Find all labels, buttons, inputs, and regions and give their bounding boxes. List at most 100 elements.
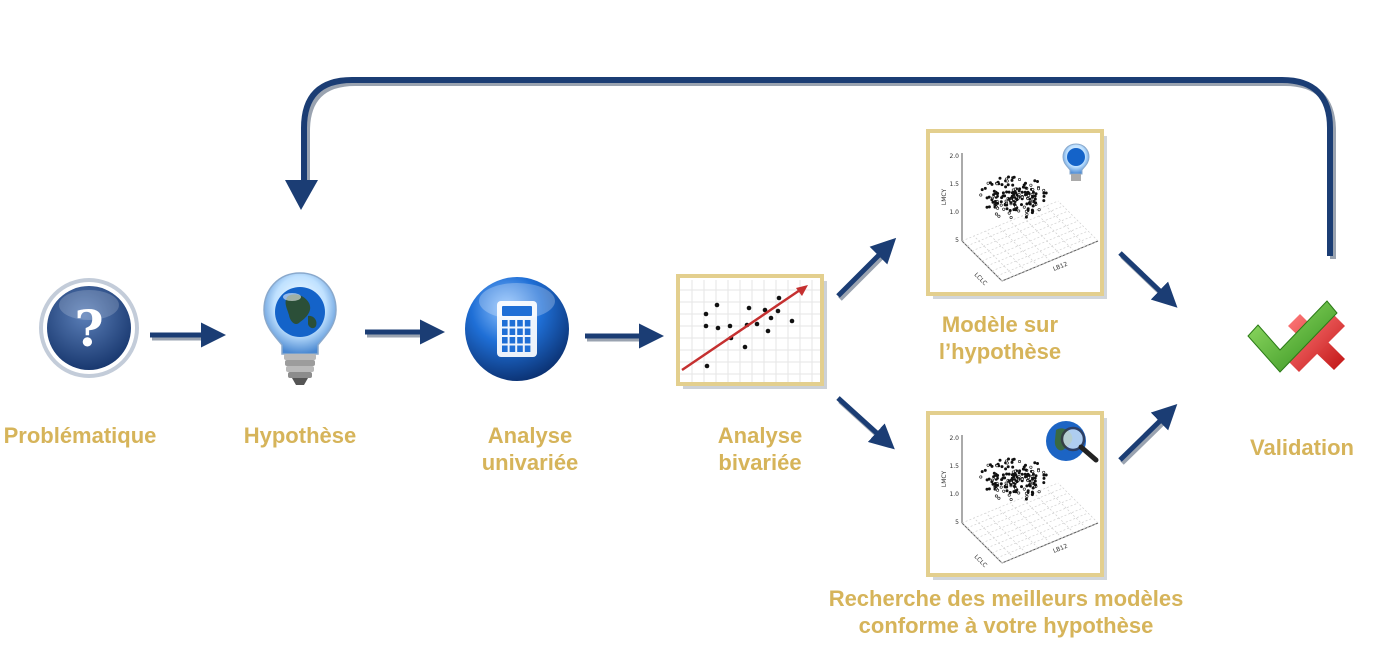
chart-point	[776, 295, 782, 301]
scatter-point	[1024, 491, 1028, 495]
floor-grid-line	[985, 230, 1027, 272]
scatter-point	[1037, 187, 1041, 191]
scatter-point	[1027, 194, 1031, 198]
floor-grid-line	[961, 522, 1003, 564]
scatter-point	[995, 464, 999, 468]
scatter-point	[1028, 202, 1032, 206]
chart-point	[765, 328, 771, 334]
scatter-point	[1033, 479, 1037, 483]
floor-grid-line	[985, 512, 1027, 554]
scatter-point	[1031, 470, 1035, 474]
scatter-point	[1026, 489, 1030, 493]
scatter-point	[1034, 474, 1038, 478]
scatter-point	[1042, 473, 1046, 477]
scatter-point	[990, 480, 994, 484]
scatter-point	[1029, 465, 1033, 469]
scatter-point	[1024, 468, 1028, 472]
chart-point	[703, 311, 709, 317]
floor-grid-line	[1045, 205, 1087, 247]
scatter-point	[1006, 175, 1010, 179]
y-tick-label: 1.0	[949, 491, 959, 498]
floor-grid-line	[996, 517, 1094, 559]
floor-grid-line	[976, 497, 1074, 539]
scatter-point	[1042, 199, 1046, 203]
scatter-point	[998, 176, 1002, 180]
scatter-point	[997, 496, 1001, 500]
scatter-point	[987, 205, 991, 209]
scatter-point	[1031, 188, 1035, 192]
svg-text:?: ?	[74, 299, 103, 358]
lightbulb-globe-icon	[263, 272, 337, 385]
scatter-point	[1037, 490, 1041, 494]
scatter-point	[1022, 487, 1026, 491]
scatter-point	[1024, 497, 1028, 501]
scatter-point	[1031, 209, 1035, 213]
scatter-point	[1042, 194, 1046, 198]
scatter-point	[985, 478, 989, 482]
scatter-point	[993, 481, 997, 485]
scatter-point	[1025, 484, 1029, 488]
scatter-point	[1007, 472, 1011, 476]
validation-label: Validation	[1250, 435, 1354, 460]
arrow-univariee-to-bivariee	[585, 323, 664, 349]
floor-grid-line	[1009, 220, 1051, 262]
calculator-key	[509, 320, 516, 327]
scatter-point	[1002, 207, 1006, 211]
scatter-point	[1028, 197, 1032, 201]
scatter-point	[1007, 211, 1011, 215]
scatter-point	[1031, 472, 1035, 476]
calculator-key	[517, 328, 523, 335]
problematique-label: Problématique	[3, 423, 157, 448]
y-tick-label: 1.5	[949, 463, 959, 470]
scatter-point	[1025, 213, 1029, 217]
scatter-point	[1023, 472, 1027, 476]
scatter-point	[1010, 460, 1014, 464]
y-tick-label: 1.5	[949, 181, 959, 188]
y-tick-label: 5	[955, 519, 959, 526]
chart-point	[742, 344, 748, 350]
scatter-chart-icon	[676, 274, 827, 389]
arrow-hypothese-to-univariee	[365, 319, 445, 345]
scatter-point	[1000, 183, 1004, 187]
scatter-point	[1042, 188, 1046, 192]
calculator-keys	[502, 320, 531, 352]
scatter-point	[1031, 195, 1035, 199]
calculator-key	[517, 320, 523, 327]
floor-grid-line	[1033, 210, 1075, 252]
univariee-label: Analyse univariée	[481, 423, 579, 475]
scatter-point	[1017, 491, 1021, 495]
floor-grid-line	[991, 230, 1089, 272]
scatter-point	[1011, 465, 1015, 469]
y-axis-label: LMCY	[941, 471, 948, 488]
arrow-modele-to-validation	[1118, 251, 1178, 308]
scatter-point	[1019, 203, 1023, 207]
scatter-point	[1005, 203, 1009, 207]
scatter-point	[1011, 470, 1015, 474]
scatter-point	[1017, 178, 1021, 182]
scatter-point	[1017, 209, 1021, 213]
chart-point	[789, 318, 795, 324]
scatter-point	[996, 206, 1000, 210]
arrow-recherche-to-validation	[1118, 404, 1178, 465]
scatter-point	[1010, 178, 1014, 182]
scatter-point	[1001, 473, 1005, 477]
scatter-point	[1020, 190, 1024, 194]
feedback-loop-arrow	[285, 77, 1336, 259]
scatter-point	[997, 214, 1001, 218]
scatter-point	[980, 470, 984, 474]
scatter-point	[1042, 191, 1046, 195]
scatter-point	[1012, 479, 1016, 483]
scatter-point	[1017, 193, 1021, 197]
scatter-point	[1012, 208, 1016, 212]
scatter-point	[1005, 485, 1009, 489]
scatter-point	[1014, 205, 1018, 209]
calculator-key	[524, 337, 531, 344]
scatter-point	[1028, 484, 1032, 488]
scatter-point	[1033, 461, 1037, 465]
scatter-point	[1031, 204, 1035, 208]
scatter-point	[1006, 465, 1010, 469]
calculator-key	[509, 345, 516, 352]
floor-grid-line	[971, 492, 1069, 534]
hypothese-label: Hypothèse	[243, 423, 357, 448]
